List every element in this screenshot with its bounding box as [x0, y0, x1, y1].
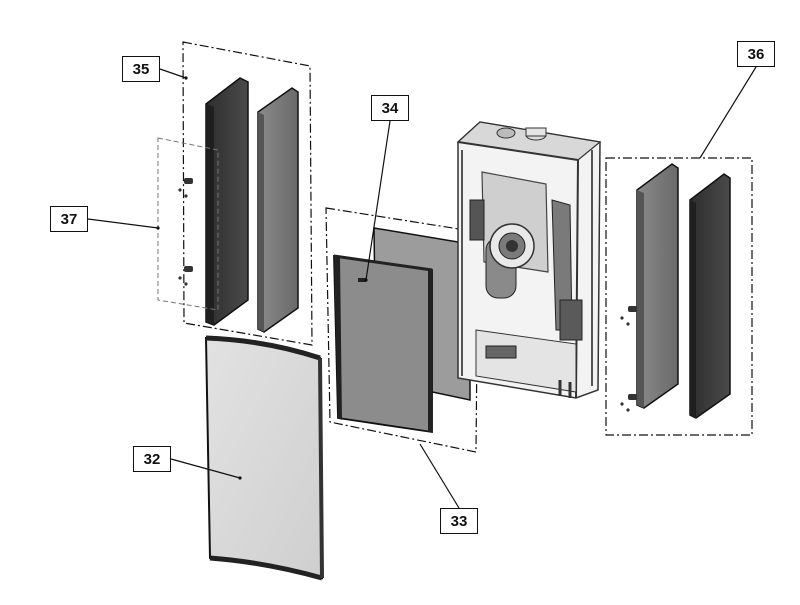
callout-36: 36: [737, 41, 775, 67]
callout-34: 34: [371, 95, 409, 121]
leader-lines: [87, 66, 757, 509]
clip-upper: [178, 178, 193, 198]
left-side-panel-grey: [257, 87, 299, 333]
clip-lower: [178, 266, 193, 286]
group-35-frame: [182, 41, 313, 346]
right-side-panel-dark: [689, 173, 731, 419]
group-33-frame: [325, 207, 479, 453]
callout-33: 33: [440, 508, 478, 534]
group-36-frame: [605, 157, 753, 436]
right-side-panel-grey: [636, 163, 679, 409]
leader-34: [365, 120, 391, 281]
leader-32: [170, 458, 241, 479]
callout-35: 35: [122, 56, 160, 82]
boiler-chassis: [456, 121, 602, 399]
callout-37: 37: [50, 206, 88, 232]
right-clips: [620, 306, 637, 412]
left-side-panel-dark: [205, 77, 249, 326]
leader-36: [699, 66, 757, 159]
leader-33: [419, 443, 460, 509]
front-insulation-panel: [333, 254, 433, 434]
leader-37: [87, 218, 159, 229]
group-37-frame: [157, 137, 219, 311]
callout-32: 32: [133, 446, 171, 472]
leader-35: [159, 68, 187, 79]
front-door-panel: [204, 335, 324, 581]
